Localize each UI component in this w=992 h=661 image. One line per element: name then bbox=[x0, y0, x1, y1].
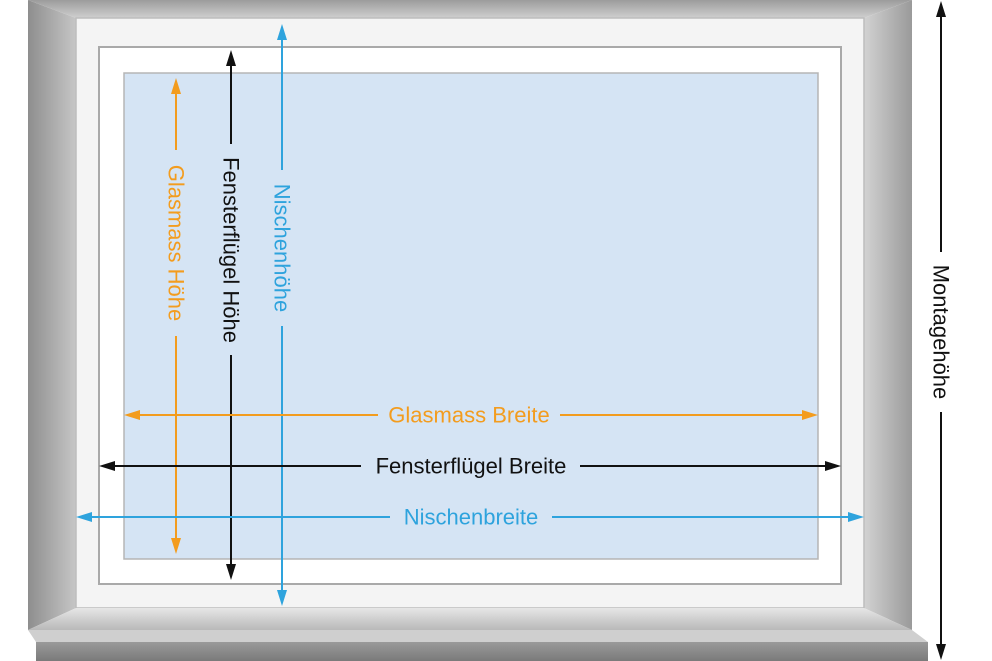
nischenbreite-label: Nischenbreite bbox=[404, 505, 539, 530]
dimension-glasmass-breite: Glasmass Breite bbox=[124, 403, 818, 428]
dimension-nischenhoehe: Nischenhöhe bbox=[270, 24, 295, 606]
fensterfluegel-hoehe-arrow-top bbox=[226, 50, 236, 66]
fensterfluegel-breite-arrow-left bbox=[99, 461, 115, 471]
nischenhoehe-label: Nischenhöhe bbox=[270, 184, 295, 312]
frame-right bbox=[864, 0, 912, 630]
nischenhoehe-arrow-top bbox=[277, 24, 287, 40]
glasmass-breite-arrow-left bbox=[124, 410, 140, 420]
glasmass-hoehe-arrow-bottom bbox=[171, 538, 181, 554]
frame-left bbox=[28, 0, 76, 630]
nischenbreite-arrow-left bbox=[76, 512, 92, 522]
glasmass-breite-arrow-right bbox=[802, 410, 818, 420]
nischenhoehe-arrow-bottom bbox=[277, 590, 287, 606]
dimension-fensterfluegel-hoehe: Fensterflügel Höhe bbox=[219, 50, 244, 580]
fensterfluegel-hoehe-arrow-bottom bbox=[226, 564, 236, 580]
dimension-glasmass-hoehe: Glasmass Höhe bbox=[164, 78, 189, 554]
frame-top bbox=[28, 0, 912, 18]
fensterfluegel-hoehe-label: Fensterflügel Höhe bbox=[219, 157, 244, 343]
outer-wall-frame bbox=[28, 0, 912, 630]
nischenbreite-arrow-right bbox=[848, 512, 864, 522]
montagehoehe-arrow-bottom bbox=[936, 644, 946, 660]
montagehoehe-arrow-top bbox=[936, 1, 946, 17]
dimension-montagehoehe: Montagehöhe bbox=[929, 1, 954, 660]
sill-front bbox=[36, 642, 928, 661]
fensterfluegel-breite-label: Fensterflügel Breite bbox=[376, 454, 567, 479]
montagehoehe-label: Montagehöhe bbox=[929, 265, 954, 400]
glasmass-hoehe-label: Glasmass Höhe bbox=[164, 165, 189, 322]
window-sill bbox=[28, 608, 928, 661]
dimension-nischenbreite: Nischenbreite bbox=[76, 505, 864, 530]
fensterfluegel-breite-arrow-right bbox=[825, 461, 841, 471]
dimension-fensterfluegel-breite: Fensterflügel Breite bbox=[99, 454, 841, 479]
sill-top bbox=[28, 608, 912, 630]
glasmass-hoehe-arrow-top bbox=[171, 78, 181, 94]
sill-top-ledge bbox=[28, 630, 928, 642]
glass-pane bbox=[123, 72, 819, 560]
glasmass-breite-label: Glasmass Breite bbox=[388, 403, 549, 428]
